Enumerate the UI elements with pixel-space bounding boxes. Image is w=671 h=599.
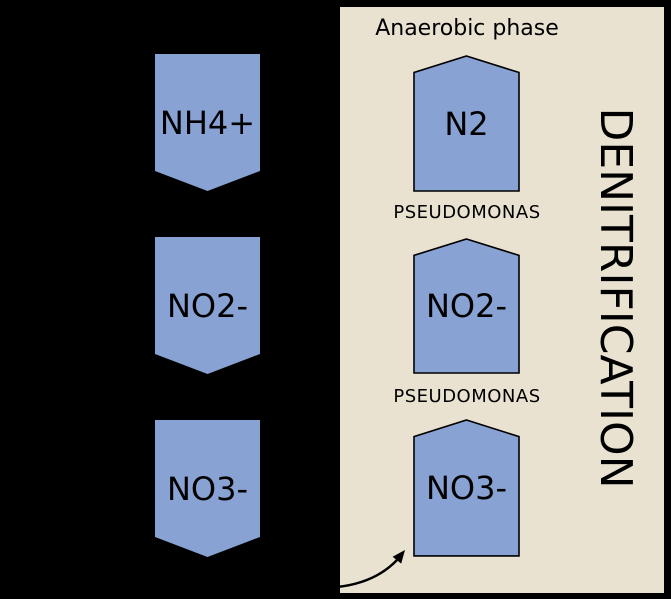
organism-label-pseudomonas-1: PSEUDOMONAS — [393, 202, 541, 223]
panel-arrow-no2-label: NO2- — [425, 287, 508, 325]
down-arrow-shape-icon — [155, 420, 260, 557]
anaerobic-phase-title: Anaerobic phase — [375, 16, 559, 41]
panel-arrow-n2: N2 — [413, 55, 520, 192]
panel-arrow-no3-label: NO3- — [425, 469, 508, 507]
left-arrow-no3-label: NO3- — [166, 469, 249, 508]
up-arrow-shape-icon — [413, 419, 520, 557]
left-arrow-no2: NO2- — [155, 237, 260, 374]
down-arrow-shape-icon — [155, 237, 260, 374]
panel-arrow-no3: NO3- — [413, 419, 520, 557]
left-arrow-no3: NO3- — [155, 420, 260, 557]
left-arrow-no2-label: NO2- — [166, 286, 249, 325]
left-arrow-nh4-label: NH4+ — [159, 103, 256, 142]
left-arrow-nh4: NH4+ — [155, 54, 260, 191]
down-arrow-shape-icon — [155, 54, 260, 191]
up-arrow-shape-icon — [413, 238, 520, 374]
up-arrow-shape-icon — [413, 55, 520, 192]
organism-label-pseudomonas-2: PSEUDOMONAS — [393, 386, 541, 407]
panel-arrow-n2-label: N2 — [444, 104, 489, 143]
denitrification-title: DENITRIFICATION — [590, 107, 641, 489]
panel-arrow-no2: NO2- — [413, 238, 520, 374]
